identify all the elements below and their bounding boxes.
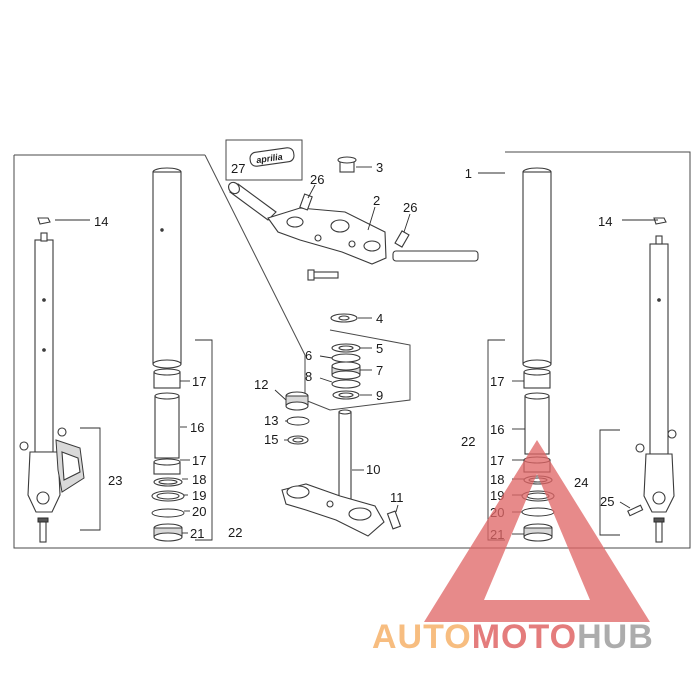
callout-2: 2 xyxy=(373,193,380,208)
callout-17-left-lower: 17 xyxy=(192,453,206,468)
left-fork-tube xyxy=(152,167,182,369)
seal-9 xyxy=(332,390,360,400)
callout-18-left: 18 xyxy=(192,472,206,487)
callout-3: 3 xyxy=(376,160,383,175)
pin-26-right xyxy=(394,230,410,248)
callout-23: 23 xyxy=(108,473,122,488)
callout-25: 25 xyxy=(600,494,614,509)
callout-17-left-upper: 17 xyxy=(192,374,206,389)
cover-6 xyxy=(331,353,361,363)
callout-12: 12 xyxy=(254,377,268,392)
bolt-11 xyxy=(386,510,402,530)
callout-20-left: 20 xyxy=(192,504,206,519)
diagram-frame xyxy=(13,151,691,549)
lower-bearing-12 xyxy=(285,391,309,411)
clamp-bolt xyxy=(307,269,339,281)
callout-17-right-upper: 17 xyxy=(490,374,504,389)
right-bushing-17-upper xyxy=(523,368,551,389)
callout-labels: 1 2 3 4 5 6 7 8 9 10 11 12 13 14 14 15 1… xyxy=(94,160,614,542)
callout-14-left: 14 xyxy=(94,214,108,229)
left-bushing-17-lower xyxy=(153,458,181,475)
watermark-hub: HUB xyxy=(577,618,654,656)
callout-1: 1 xyxy=(465,166,472,181)
watermark-auto: AUTO xyxy=(372,618,472,656)
callout-4: 4 xyxy=(376,311,383,326)
callout-26-right: 26 xyxy=(403,200,417,215)
lower-triple-clamp-10 xyxy=(281,409,385,537)
watermark-triangle-icon xyxy=(424,440,650,622)
left-bushing-17-upper xyxy=(153,368,181,389)
seal-15 xyxy=(287,435,309,445)
callout-5: 5 xyxy=(376,341,383,356)
ring-13 xyxy=(286,416,310,426)
left-clip-20 xyxy=(151,508,185,518)
left-seal-19 xyxy=(151,490,185,502)
decal-text: aprilia xyxy=(256,152,284,166)
callout-26-left: 26 xyxy=(310,172,324,187)
right-dust-seal-21 xyxy=(523,523,553,542)
left-washer-18 xyxy=(153,477,183,487)
callout-9: 9 xyxy=(376,388,383,403)
callout-6: 6 xyxy=(305,348,312,363)
callout-7: 7 xyxy=(376,363,383,378)
callout-13: 13 xyxy=(264,413,278,428)
callout-16-right: 16 xyxy=(490,422,504,437)
left-dust-seal-21 xyxy=(153,523,183,542)
callout-22-left: 22 xyxy=(228,525,242,540)
callout-14-right: 14 xyxy=(598,214,612,229)
callout-17-right-lower: 17 xyxy=(490,453,504,468)
callout-19-left: 19 xyxy=(192,488,206,503)
right-clip-20 xyxy=(521,507,555,517)
callout-10: 10 xyxy=(366,462,380,477)
pin-26-left xyxy=(299,193,313,211)
callout-24: 24 xyxy=(574,475,588,490)
right-top-cap-clip xyxy=(653,217,667,225)
left-top-cap-clip xyxy=(37,217,51,225)
right-fork-tube xyxy=(522,167,552,369)
left-fork-leg xyxy=(19,232,85,543)
bearing-7 xyxy=(331,361,361,380)
watermark-moto: MOTO xyxy=(472,618,577,656)
callout-15: 15 xyxy=(264,432,278,447)
ring-5 xyxy=(331,343,361,353)
steering-nut-3 xyxy=(337,156,357,173)
race-8 xyxy=(331,379,361,389)
callout-8: 8 xyxy=(305,369,312,384)
left-handlebar xyxy=(228,181,277,221)
right-bolt-25 xyxy=(627,504,644,517)
right-handlebar xyxy=(392,250,479,262)
upper-triple-clamp xyxy=(267,207,387,265)
callout-22-right: 22 xyxy=(461,434,475,449)
callout-11: 11 xyxy=(390,490,404,505)
callout-27: 27 xyxy=(231,161,245,176)
callout-16-left: 16 xyxy=(190,420,204,435)
nut-4 xyxy=(330,313,358,323)
watermark-logo: AUTOMOTOHUB xyxy=(372,440,654,656)
watermark-text: AUTOMOTOHUB xyxy=(372,618,654,656)
right-fork-leg xyxy=(635,235,677,543)
callout-21-left: 21 xyxy=(190,526,204,541)
left-spacer-16 xyxy=(154,392,180,459)
aprilia-decal: aprilia xyxy=(225,139,303,181)
callout-18-right: 18 xyxy=(490,472,504,487)
